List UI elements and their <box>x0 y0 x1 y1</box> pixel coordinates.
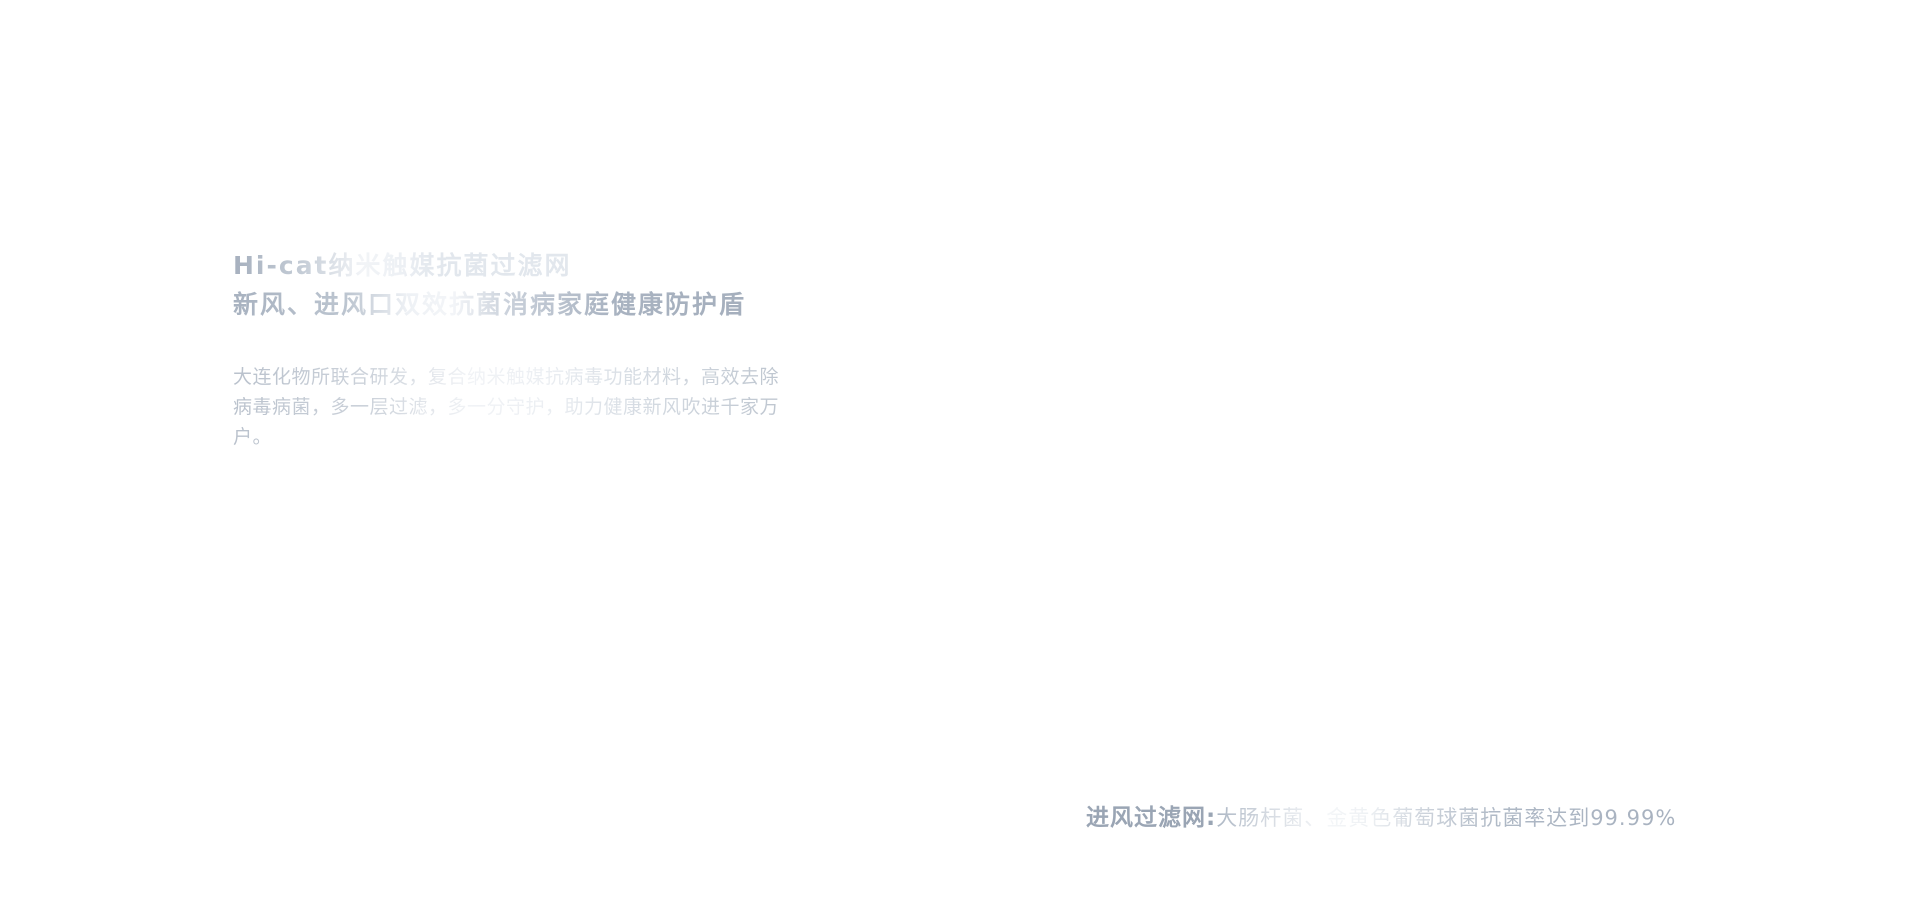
filter-feature-text: 大肠杆菌、金黄色葡萄球菌抗菌率达到99.99% <box>1216 806 1677 830</box>
hero-section: Hi-cat纳米触媒抗菌过滤网 新风、进风口双效抗菌消病家庭健康防护盾 大连化物… <box>233 246 853 452</box>
hero-description: 大连化物所联合研发，复合纳米触媒抗病毒功能材料，高效去除病毒病菌，多一层过滤，多… <box>233 362 793 452</box>
filter-feature-label: 进风过滤网: <box>1086 805 1217 831</box>
filter-feature-caption: 进风过滤网:大肠杆菌、金黄色葡萄球菌抗菌率达到99.99% <box>1086 800 1676 836</box>
hero-subtitle: 新风、进风口双效抗菌消病家庭健康防护盾 <box>233 285 746 324</box>
hero-title: Hi-cat纳米触媒抗菌过滤网 <box>233 246 572 285</box>
